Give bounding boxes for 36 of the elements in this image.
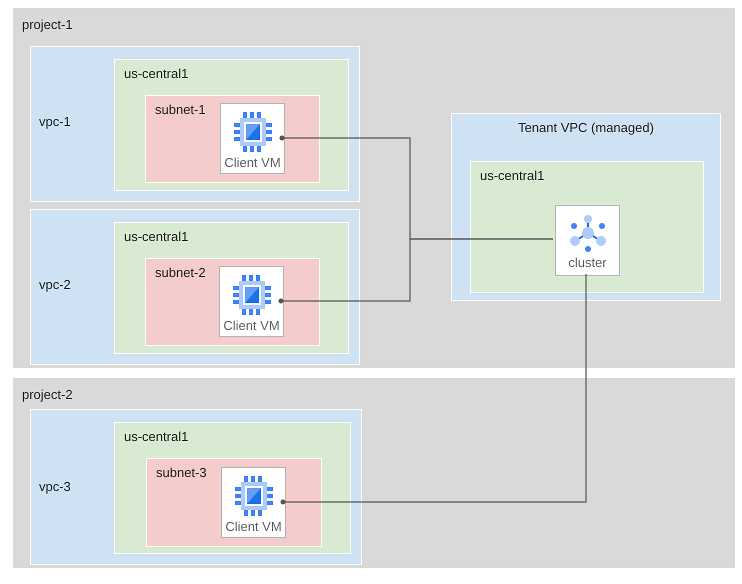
connector-line — [280, 274, 587, 504]
resource-label: Client VM — [224, 155, 281, 172]
resource-card — [220, 103, 285, 174]
subnet-panel — [145, 95, 320, 183]
vpc-panel — [30, 46, 360, 202]
container-label: us-central1 — [124, 428, 188, 445]
container-label: subnet-2 — [155, 264, 206, 281]
container-label: Tenant VPC (managed) — [517, 119, 655, 136]
container-label: us-central1 — [480, 167, 544, 184]
container-label: subnet-1 — [155, 101, 206, 118]
subnet-panel — [146, 458, 322, 547]
resource-card — [555, 205, 620, 276]
project-panel — [13, 378, 735, 568]
container-label: vpc-2 — [39, 276, 71, 293]
region-panel — [470, 161, 704, 293]
container-label: us-central1 — [124, 228, 188, 245]
subnet-panel — [145, 258, 320, 346]
project-panel — [13, 8, 735, 368]
container-label: project-1 — [22, 16, 73, 33]
region-panel — [114, 59, 349, 191]
container-label: vpc-1 — [39, 113, 71, 130]
vpc-panel — [451, 113, 721, 301]
container-label: us-central1 — [124, 65, 188, 82]
region-panel — [114, 222, 349, 354]
resource-label: Client VM — [223, 318, 280, 334]
resource-card — [221, 467, 286, 538]
region-panel — [114, 422, 351, 554]
resource-label: Client VM — [225, 519, 282, 536]
container-label: vpc-3 — [39, 478, 71, 495]
vpc-panel — [30, 209, 360, 365]
container-label: project-2 — [22, 386, 73, 403]
container-label: subnet-3 — [156, 464, 207, 481]
resource-label: cluster — [568, 255, 607, 272]
vpc-panel — [30, 409, 362, 565]
resource-card — [219, 266, 284, 337]
connector-line — [278, 238, 553, 304]
